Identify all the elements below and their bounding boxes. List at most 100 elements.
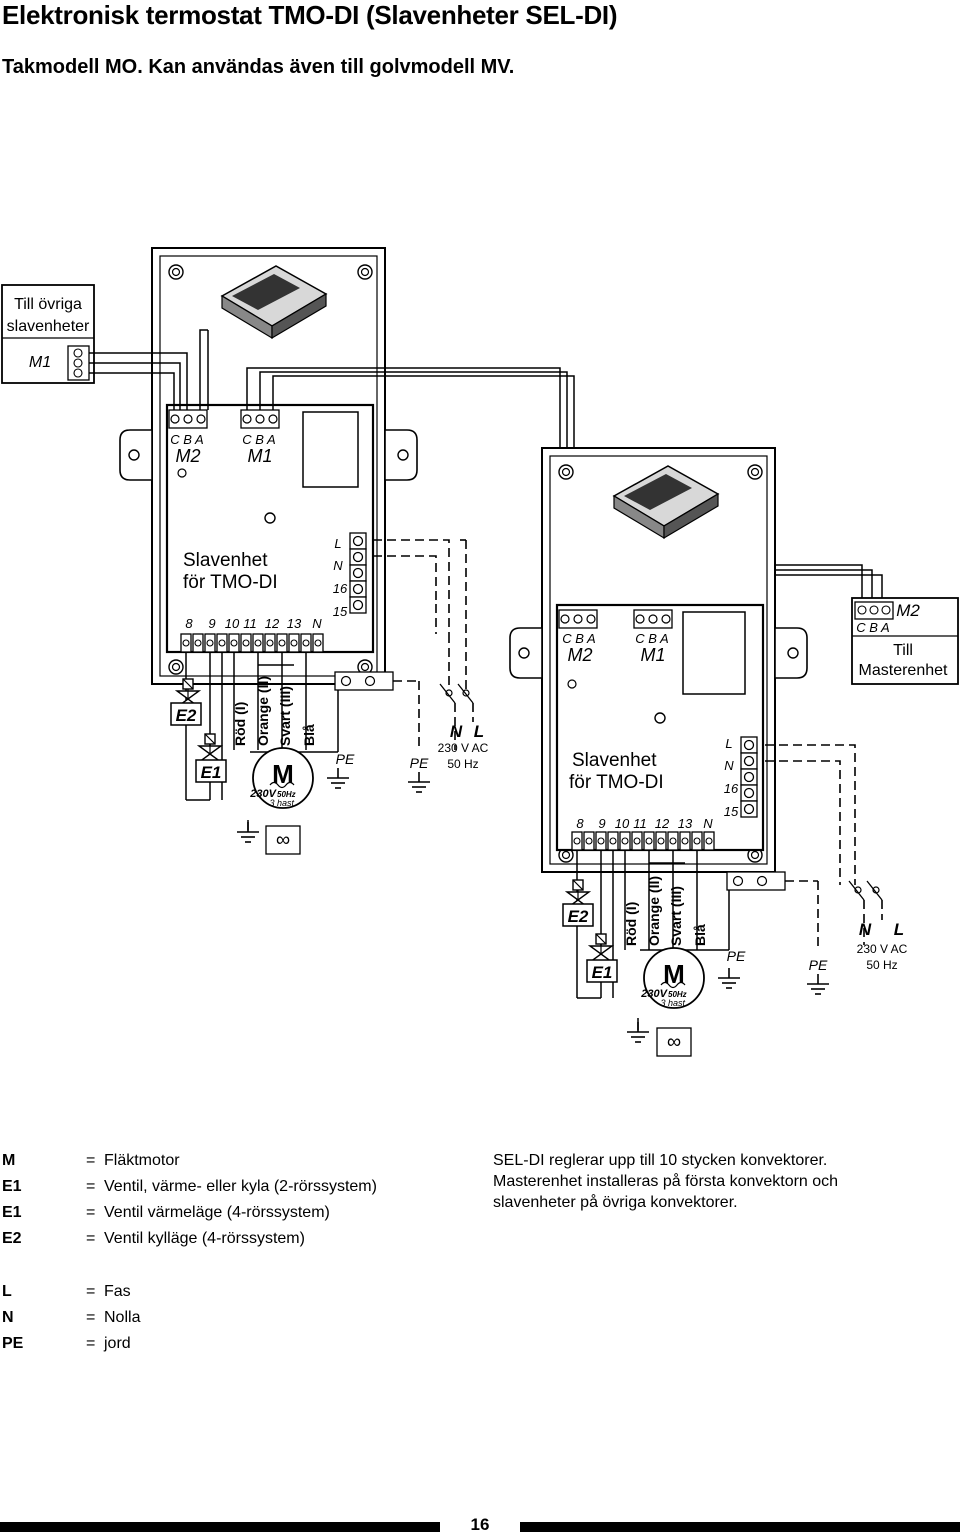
legend-key: N xyxy=(2,1309,14,1326)
unit-right-name-1: Slavenhet xyxy=(572,750,657,771)
legend-value: Fas xyxy=(104,1283,131,1300)
pe-supply-label-right: PE xyxy=(809,957,828,973)
wire-blue-right: Blå xyxy=(692,924,708,946)
legend-eq: = xyxy=(86,1309,96,1326)
installation-note: SEL-DI reglerar upp till 10 stycken konv… xyxy=(493,1150,933,1213)
unit-right-term-n: N xyxy=(703,816,713,831)
unit-left-m2-abc: C B A xyxy=(170,432,203,447)
supply-freq-right: 50 Hz xyxy=(866,958,897,972)
svg-text:∞: ∞ xyxy=(667,1031,681,1053)
unit-left-term-10: 10 xyxy=(225,616,240,631)
legend-eq: = xyxy=(86,1335,96,1352)
unit-right-pterm-16: 16 xyxy=(724,781,739,796)
motor-voltage-right: 230V xyxy=(640,988,668,1000)
supply-freq-left: 50 Hz xyxy=(447,757,478,771)
unit-left-term-9: 9 xyxy=(208,616,215,631)
valve-e1-label-left: E1 xyxy=(201,763,222,782)
supply-left xyxy=(373,539,474,750)
wire-orange-left: Orange (II) xyxy=(255,676,271,746)
legend-group-2: L = Fas N = Nolla PE = jord xyxy=(2,1283,302,1363)
unit-left-m1-label: M1 xyxy=(247,446,272,466)
other-slaves-port: M1 xyxy=(29,354,51,371)
left-load-wiring xyxy=(185,652,339,830)
unit-right-term-10: 10 xyxy=(615,816,630,831)
motor-letter-left: M xyxy=(272,759,294,789)
to-master-abc: C B A xyxy=(856,620,889,635)
supply-volt-right: 230 V AC xyxy=(857,942,908,956)
valve-e2-label-right: E2 xyxy=(568,907,589,926)
other-slaves-line1: Till övriga xyxy=(14,296,82,313)
motor-speed-left: 3 hast. xyxy=(269,798,296,808)
wire-black-right: Svart (III) xyxy=(668,886,684,946)
legend-key: E1 xyxy=(2,1204,22,1221)
unit-right-term-12: 12 xyxy=(655,816,670,831)
note-line: slavenheter på övriga konvektorer. xyxy=(493,1194,738,1211)
supply-n-left: N xyxy=(450,722,463,741)
page-title: Elektronisk termostat TMO-DI (Slavenhete… xyxy=(2,0,618,30)
motor-freq-left: 50Hz xyxy=(277,790,296,799)
to-master-box: C B A M2 Till Masterenhet xyxy=(851,597,959,685)
unit-left-pterm-15: 15 xyxy=(333,604,348,619)
unit-left-term-n: N xyxy=(312,616,322,631)
unit-left-pterm-n: N xyxy=(333,558,343,573)
unit-right-m2-label: M2 xyxy=(567,645,592,665)
wiring-diagram: C B A M2 C B A M1 Slavenhet för TMO-DI 8… xyxy=(1,247,959,1057)
unit-left-m1-abc: C B A xyxy=(242,432,275,447)
slave-unit-right: C B A M2 C B A M1 Slavenhet för TMO-DI 8… xyxy=(509,447,808,891)
wire-red-right: Röd (I) xyxy=(623,902,639,946)
legend-eq: = xyxy=(86,1178,96,1195)
legend-value: Nolla xyxy=(104,1309,141,1326)
page-number: 16 xyxy=(470,1515,490,1534)
legend-value: Ventil värmeläge (4-rörssystem) xyxy=(104,1204,330,1221)
unit-left-name-2: för TMO-DI xyxy=(183,572,278,593)
unit-right-term-11: 11 xyxy=(633,816,647,831)
unit-right-name-2: för TMO-DI xyxy=(569,772,664,793)
unit-left-term-8: 8 xyxy=(185,616,193,631)
unit-right-m1-abc: C B A xyxy=(635,631,668,646)
motor-voltage-left: 230V xyxy=(249,788,277,800)
motor-freq-right: 50Hz xyxy=(668,990,687,999)
unit-left-pterm-l: L xyxy=(334,536,341,551)
unit-right-term-8: 8 xyxy=(576,816,584,831)
legend-group-1: M = Fläktmotor E1 = Ventil, värme- eller… xyxy=(2,1152,472,1262)
unit-right-term-13: 13 xyxy=(678,816,693,831)
wire-blue-left: Blå xyxy=(301,724,317,746)
unit-left-term-13: 13 xyxy=(287,616,302,631)
legend-key: E2 xyxy=(2,1230,22,1247)
valve-e1-label-right: E1 xyxy=(592,963,613,982)
unit-left-term-11: 11 xyxy=(243,616,257,631)
slave-unit-left: C B A M2 C B A M1 Slavenhet för TMO-DI 8… xyxy=(119,247,418,691)
wire-orange-right: Orange (II) xyxy=(646,876,662,946)
legend-key: E1 xyxy=(2,1178,22,1195)
supply-volt-left: 230 V AC xyxy=(438,741,489,755)
unit-left-name-1: Slavenhet xyxy=(183,550,268,571)
to-master-port: M2 xyxy=(896,601,920,620)
valve-e2-label-left: E2 xyxy=(176,706,197,725)
legend-key: PE xyxy=(2,1335,24,1352)
note-line: SEL-DI reglerar upp till 10 stycken konv… xyxy=(493,1152,828,1169)
unit-right-pterm-l: L xyxy=(725,736,732,751)
pe-supply-label-left: PE xyxy=(410,755,429,771)
supply-n-right: N xyxy=(859,920,872,939)
other-slaves-line2: slavenheter xyxy=(7,318,90,335)
pe-label-right: PE xyxy=(727,948,746,964)
motor-speed-right: 3 hast. xyxy=(660,998,687,1008)
supply-l-right: L xyxy=(894,920,904,939)
unit-right-m2-abc: C B A xyxy=(562,631,595,646)
supply-l-left: L xyxy=(474,722,484,741)
legend-value: jord xyxy=(104,1335,131,1352)
to-master-line2: Masterenhet xyxy=(859,662,948,679)
to-master-line1: Till xyxy=(893,642,913,659)
other-slaves-box: Till övriga slavenheter M1 xyxy=(1,284,95,384)
unit-right-pterm-15: 15 xyxy=(724,804,739,819)
unit-left-m2-label: M2 xyxy=(175,446,200,466)
page-subtitle: Takmodell MO. Kan användas även till gol… xyxy=(2,56,515,78)
wire-red-left: Röd (I) xyxy=(232,702,248,746)
unit-right-term-9: 9 xyxy=(598,816,605,831)
unit-left-term-12: 12 xyxy=(265,616,280,631)
legend-eq: = xyxy=(86,1152,96,1169)
legend-eq: = xyxy=(86,1204,96,1221)
motor-right: M 230V 50Hz 3 hast. xyxy=(640,947,705,1009)
unit-right-pterm-n: N xyxy=(724,758,734,773)
legend-key: M xyxy=(2,1152,16,1169)
